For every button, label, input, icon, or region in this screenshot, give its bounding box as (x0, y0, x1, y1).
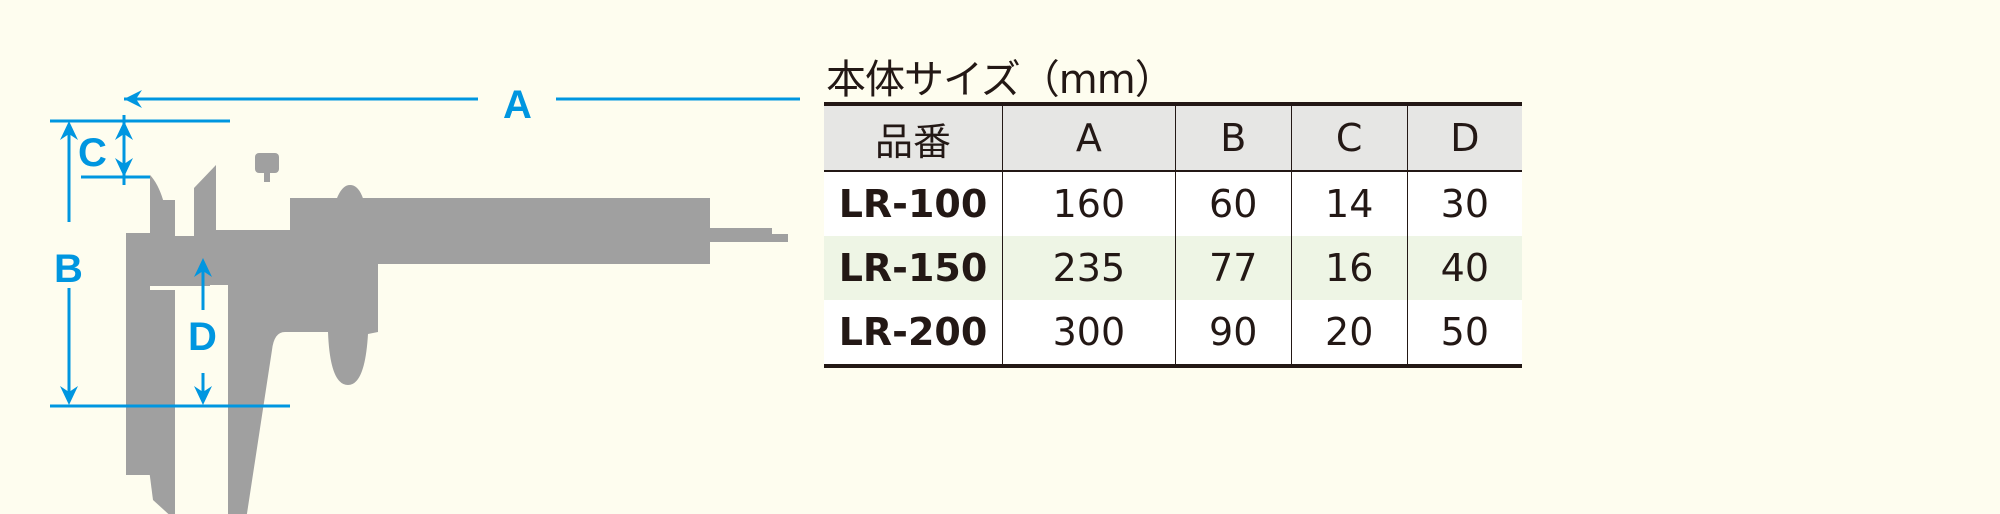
cell-d: 50 (1406, 300, 1522, 366)
dimension-label-a: A (503, 83, 532, 127)
cell-d: 30 (1406, 171, 1522, 236)
cell-b: 77 (1174, 236, 1292, 300)
dimension-label-d: D (188, 315, 217, 359)
arrow-c-top-icon (115, 121, 133, 140)
cell-d: 40 (1406, 236, 1522, 300)
table-row: LR-150 235 77 16 40 (824, 236, 1522, 300)
cell-model: LR-100 (824, 171, 1003, 236)
arrowheads (60, 90, 212, 405)
arrow-b-bottom-icon (60, 386, 78, 405)
header-c: C (1290, 104, 1408, 172)
table-row: LR-100 160 60 14 30 (824, 171, 1522, 236)
cell-a: 235 (1002, 236, 1176, 300)
cell-model: LR-150 (824, 236, 1003, 300)
cell-model: LR-200 (824, 300, 1003, 366)
dimension-label-c: C (78, 131, 107, 175)
cell-a: 300 (1002, 300, 1176, 366)
header-a: A (1002, 104, 1176, 172)
arrow-d-top-icon (194, 258, 212, 277)
header-b: B (1174, 104, 1292, 172)
cell-c: 20 (1290, 300, 1408, 366)
table-row: LR-200 300 90 20 50 (824, 300, 1522, 366)
dimension-label-b: B (54, 247, 83, 291)
cell-a: 160 (1002, 171, 1176, 236)
cell-b: 90 (1174, 300, 1292, 366)
arrow-b-top-icon (60, 121, 78, 140)
table-title: 本体サイズ（mm） (826, 57, 1175, 103)
size-table: 品番 A B C D LR-100 160 60 14 30 LR-150 23… (824, 102, 1522, 368)
caliper-dimension-diagram: A B C D (50, 83, 800, 514)
caliper-silhouette (126, 153, 788, 514)
table-header-row: 品番 A B C D (824, 104, 1522, 172)
header-d: D (1406, 104, 1522, 172)
arrow-c-bottom-icon (115, 158, 133, 177)
arrow-a-left-icon (124, 90, 142, 108)
arrow-d-bottom-icon (194, 386, 212, 405)
cell-c: 16 (1290, 236, 1408, 300)
cell-b: 60 (1174, 171, 1292, 236)
cell-c: 14 (1290, 171, 1408, 236)
header-model: 品番 (824, 104, 1003, 172)
